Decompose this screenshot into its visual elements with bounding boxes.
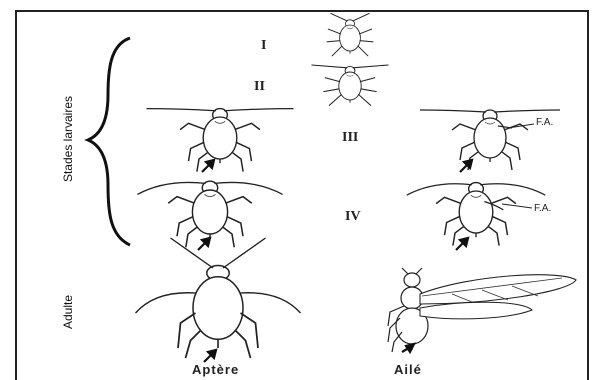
larva-stage-4-winged-icon [407, 183, 546, 246]
adult-winged-icon [388, 268, 576, 352]
winged-caption: Ailé [394, 362, 422, 377]
larva-stage-1-icon [327, 13, 374, 56]
stage-1-label: I [261, 38, 266, 54]
larva-stage-2-icon [312, 65, 389, 106]
fa-label-stage-3: F.A. [536, 117, 553, 128]
cauda-arrow-icon [198, 160, 472, 362]
apterous-caption: Aptère [192, 362, 239, 377]
larva-stage-3-apterous-icon [147, 109, 294, 172]
fa-leader-4 [502, 204, 532, 208]
adult-apterous-icon [136, 238, 301, 358]
adult-label: Adulte [61, 284, 75, 340]
stage-3-label: III [342, 130, 358, 146]
stage-2-label: II [254, 79, 265, 95]
stage-4-label: IV [345, 209, 361, 225]
brace-icon [88, 38, 130, 245]
stages-larvaires-label: Stades larvaires [61, 91, 75, 187]
fa-label-stage-4: F.A. [534, 203, 551, 214]
